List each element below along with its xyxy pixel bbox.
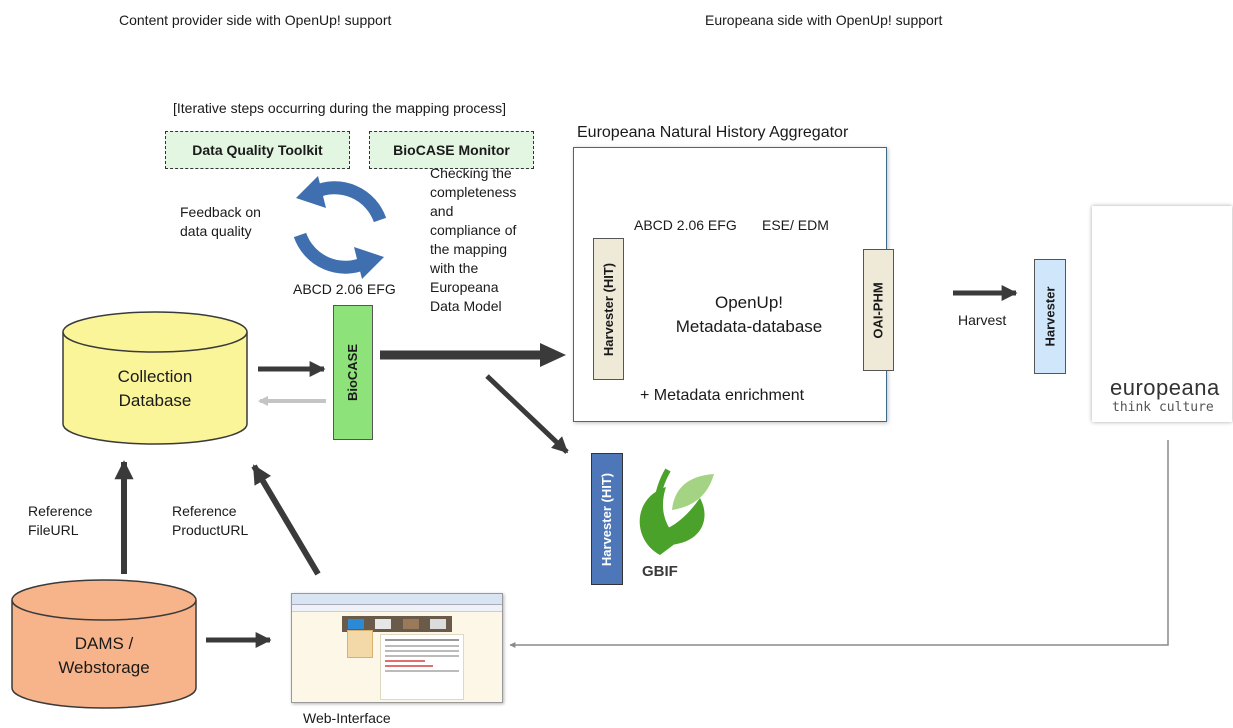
- gbif-logo-icon: [639, 468, 714, 555]
- side-panel: [347, 630, 373, 658]
- browser-tabs: [292, 594, 502, 605]
- arrow-biocase-to-gbif: [485, 374, 569, 454]
- oai-pmh-box[interactable]: OAI-PHM: [863, 249, 894, 371]
- web-interface-screenshot[interactable]: [291, 593, 503, 703]
- arrow-web-to-collection: [251, 464, 321, 576]
- biocase-box[interactable]: BioCASE: [333, 305, 373, 440]
- aggregator-title: Europeana Natural History Aggregator: [577, 124, 849, 141]
- harvester-hit-aggregator[interactable]: Harvester (HIT): [593, 238, 624, 380]
- metadata-enrichment-label: + Metadata enrichment: [640, 387, 805, 404]
- europeana-tagline: think culture: [1112, 400, 1214, 415]
- oai-pmh-label: OAI-PHM: [871, 281, 886, 339]
- gbif-label: GBIF: [642, 563, 678, 580]
- harvest-label: Harvest: [958, 312, 1007, 328]
- checking-description: Checking the completeness and compliance…: [430, 165, 517, 314]
- header-content-provider: Content provider side with OpenUp! suppo…: [119, 12, 392, 28]
- abcd-format-label: ABCD 2.06 EFG: [293, 281, 396, 297]
- feedback-label: Feedback on data quality: [180, 204, 261, 239]
- biocase-label: BioCASE: [345, 343, 361, 402]
- arrow-europeana-to-web: [509, 440, 1169, 648]
- web-interface-label: Web-Interface: [303, 710, 391, 726]
- biocase-monitor-label: BioCASE Monitor: [393, 142, 510, 158]
- reference-fileurl-label: Reference FileURL: [28, 503, 93, 538]
- gbif-harvester-label: Harvester (HIT): [599, 472, 615, 566]
- target-format-label: ESE/ EDM: [762, 217, 829, 233]
- butterfly-banner: [342, 616, 452, 632]
- iterative-note: [Iterative steps occurring during the ma…: [173, 100, 507, 116]
- metadata-database-label: OpenUp!Metadata-database: [675, 293, 823, 336]
- browser-toolbar: [292, 605, 502, 612]
- dams-webstorage-label: DAMS /Webstorage: [58, 634, 150, 677]
- harvester-hit-label: Harvester (HIT): [601, 262, 617, 356]
- europeana-harvester-box[interactable]: Harvester: [1034, 259, 1066, 374]
- data-quality-toolkit-box[interactable]: Data Quality Toolkit: [165, 131, 350, 169]
- data-quality-toolkit-label: Data Quality Toolkit: [192, 142, 323, 158]
- dams-webstorage-cylinder: [11, 579, 197, 709]
- europeana-wordmark: europeana: [1110, 375, 1220, 400]
- header-europeana-side: Europeana side with OpenUp! support: [705, 12, 943, 28]
- refresh-cycle-icon: [293, 176, 387, 279]
- reference-producturl-label: Reference ProductURL: [172, 503, 249, 538]
- europeana-harvester-label: Harvester: [1042, 286, 1058, 347]
- europeana-logo-card[interactable]: [1092, 206, 1232, 422]
- source-format-label: ABCD 2.06 EFG: [634, 217, 737, 233]
- harvester-hit-gbif[interactable]: Harvester (HIT): [591, 453, 623, 585]
- content-panel: [380, 634, 464, 700]
- collection-database-cylinder: [62, 311, 248, 445]
- biocase-monitor-box[interactable]: BioCASE Monitor: [369, 131, 534, 169]
